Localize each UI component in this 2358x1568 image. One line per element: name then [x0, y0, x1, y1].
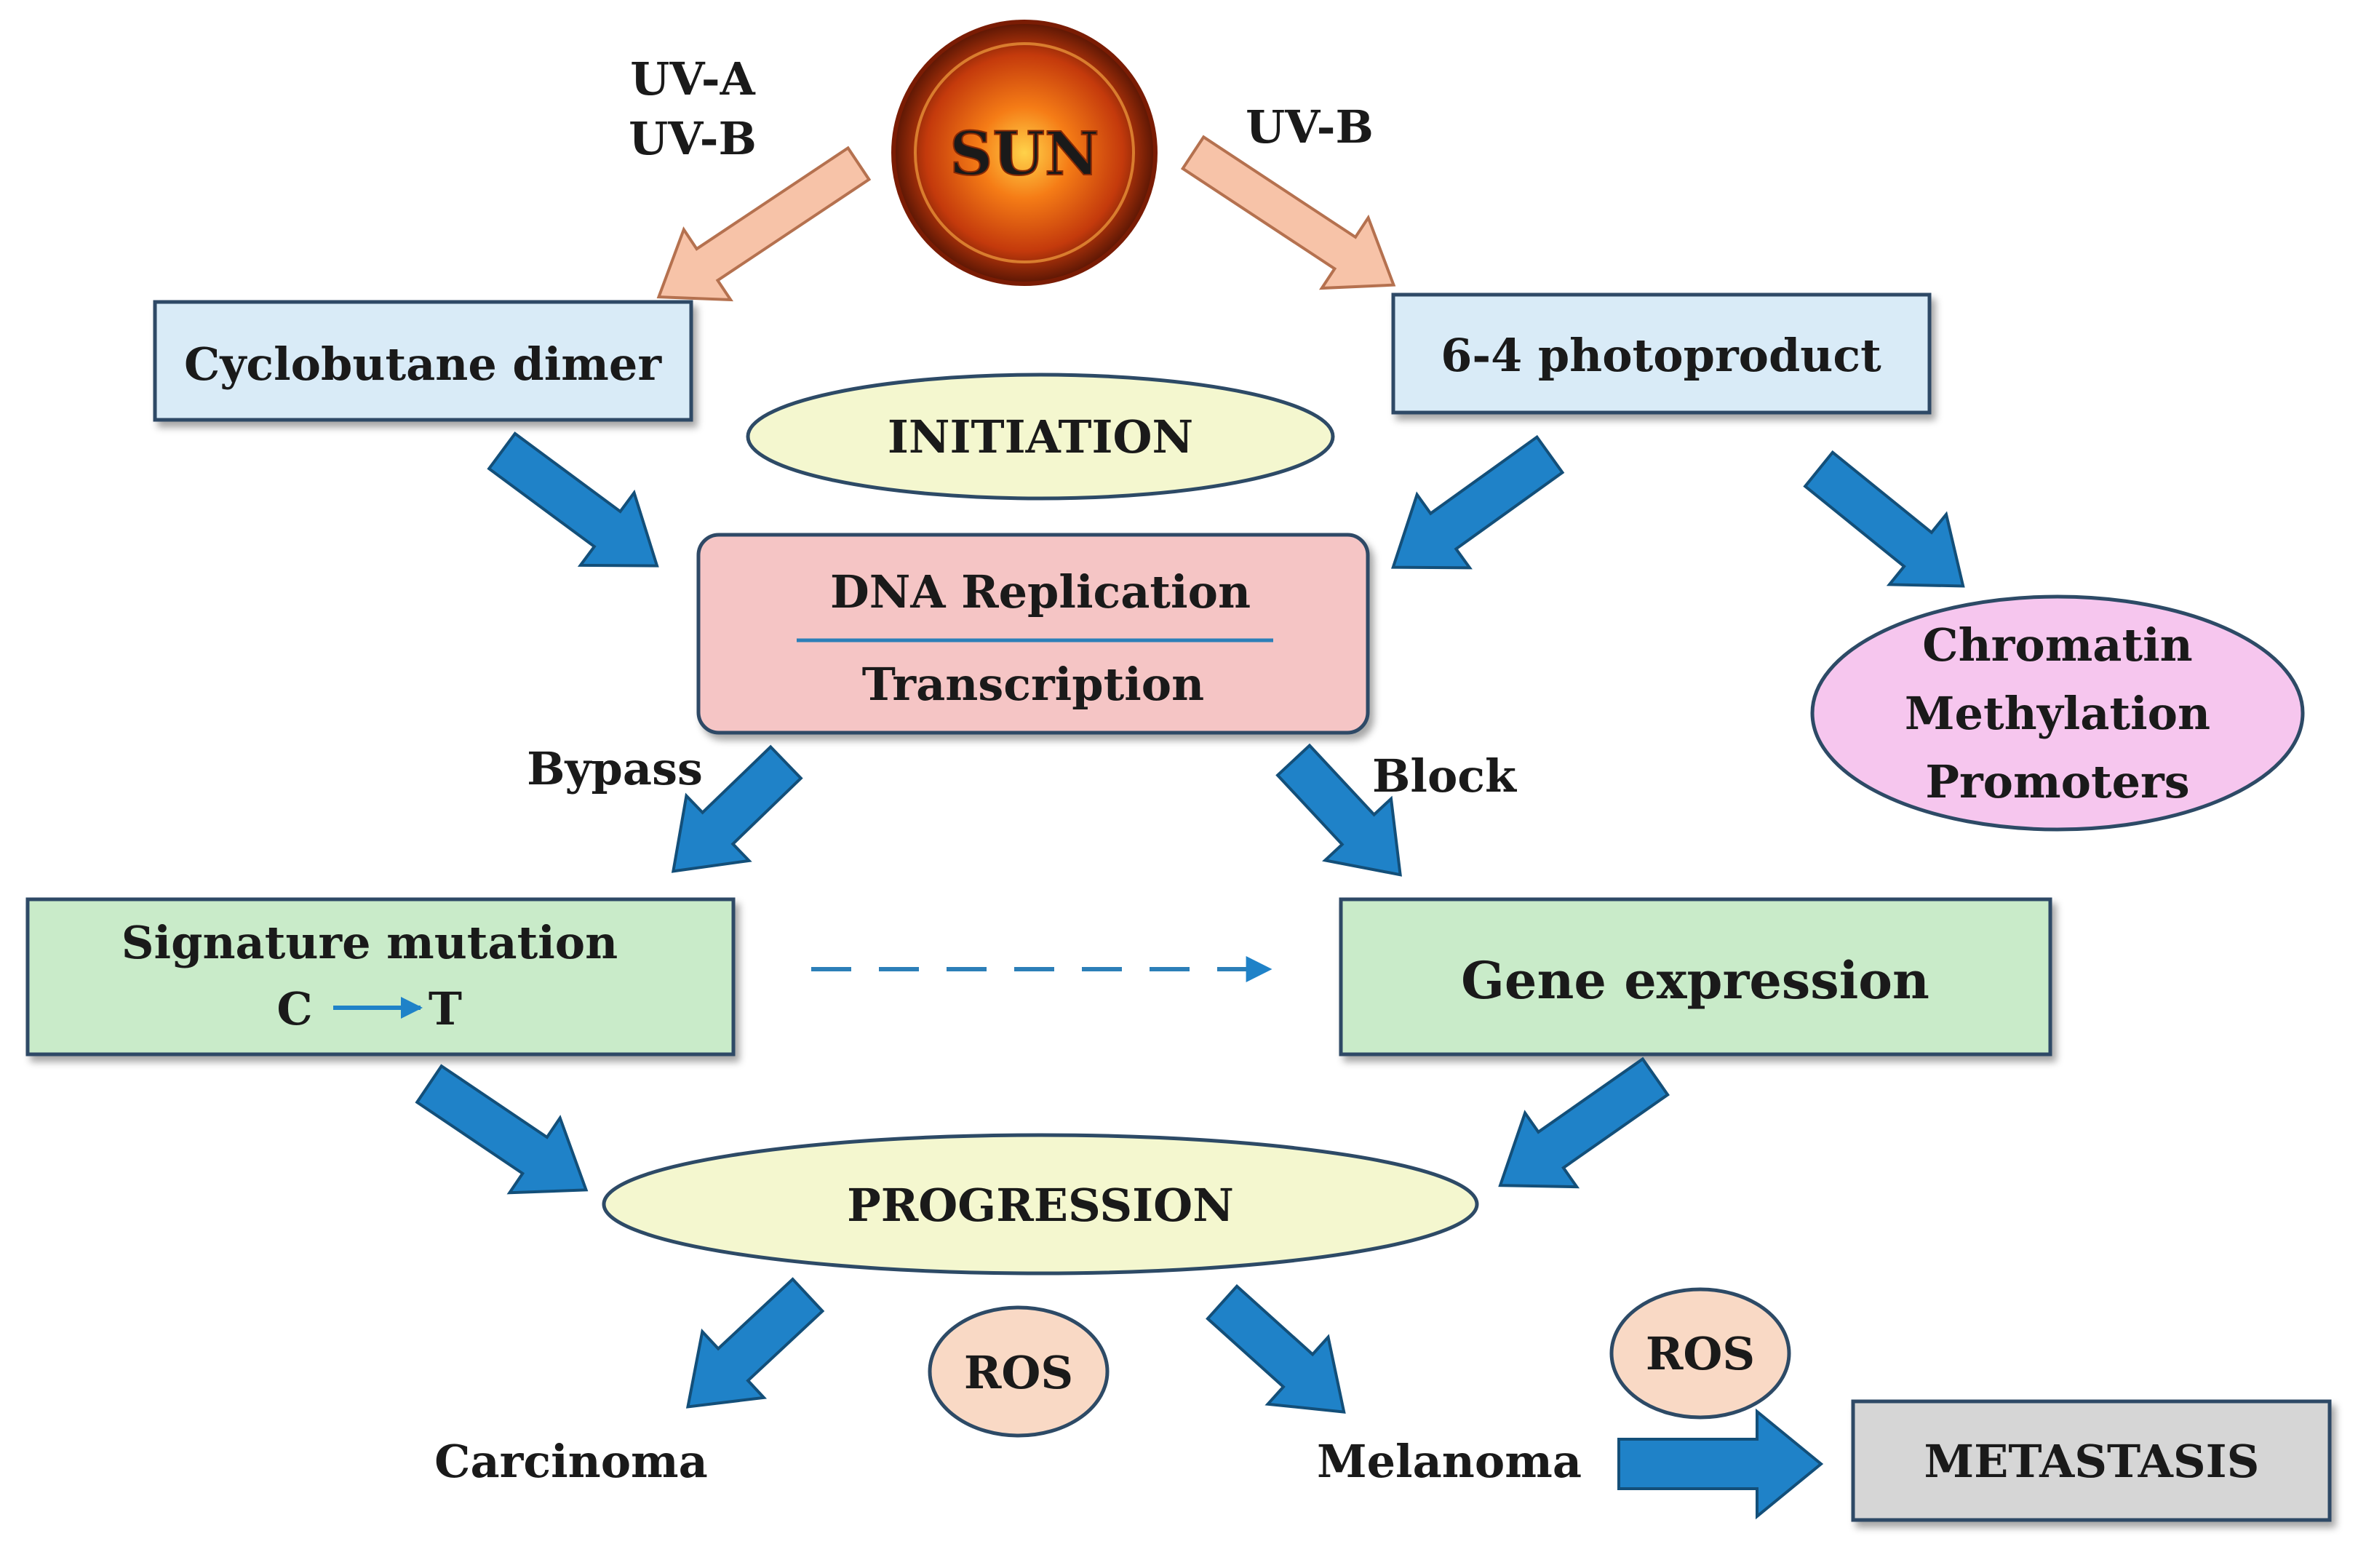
arrow-signature-to-progression: [415, 1064, 589, 1195]
cyclobutane-dimer-box: Cyclobutane dimer: [153, 300, 693, 422]
uv-arrow-left: [656, 146, 872, 302]
gene-expression-label: Gene expression: [1461, 950, 1929, 1011]
signature-mutation-label: Signature mutation: [122, 916, 618, 969]
signature-mutation-box: Signature mutation C T: [25, 897, 736, 1056]
arrow-gene-expression-to-progression: [1498, 1056, 1670, 1189]
arrow-progression-to-melanoma: [1206, 1284, 1346, 1414]
bypass-label: Bypass: [527, 742, 703, 795]
metastasis-label: METASTASIS: [1924, 1435, 2260, 1488]
dna-replication-label: DNA Replication: [830, 565, 1251, 618]
epigenetic-node: Chromatin Methylation Promoters: [1810, 594, 2305, 832]
sun-label: SUN: [949, 119, 1099, 189]
sun-node: SUN: [891, 20, 1158, 286]
progression-label: PROGRESSION: [847, 1179, 1234, 1232]
promoters-label: Promoters: [1925, 755, 2189, 808]
c-base-label: C: [276, 982, 312, 1035]
uv-b-right-label: UV-B: [1246, 100, 1374, 154]
arrow-dna-to-gene-expression: [1275, 743, 1402, 877]
t-base-label: T: [429, 982, 462, 1035]
chromatin-label: Chromatin: [1922, 618, 2193, 672]
arrow-cyclobutane-to-dna: [487, 431, 659, 568]
cyclobutane-dimer-label: Cyclobutane dimer: [184, 338, 662, 391]
photoproduct-label: 6-4 photoproduct: [1441, 329, 1881, 382]
progression-node: PROGRESSION: [602, 1133, 1479, 1276]
ros-left-label: ROS: [964, 1346, 1073, 1399]
uv-arrow-right: [1180, 135, 1396, 290]
block-label: Block: [1372, 749, 1518, 803]
arrow-photoproduct-to-epigenetic: [1803, 450, 1965, 588]
carcinoma-label: Carcinoma: [434, 1435, 708, 1488]
uv-a-label: UV-A: [630, 52, 755, 106]
arrow-melanoma-to-metastasis: [1617, 1408, 1824, 1520]
arrow-progression-to-carcinoma: [685, 1277, 825, 1409]
dna-replication-box: DNA Replication Transcription: [696, 533, 1370, 735]
arrow-photoproduct-to-dna: [1391, 434, 1565, 570]
melanoma-label: Melanoma: [1317, 1435, 1582, 1488]
arrow-dna-to-signature: [671, 744, 803, 873]
ros-right-label: ROS: [1646, 1327, 1755, 1380]
initiation-label: INITIATION: [888, 410, 1193, 463]
methylation-label: Methylation: [1905, 687, 2210, 740]
transcription-label: Transcription: [862, 658, 1204, 711]
ros-left-node: ROS: [928, 1305, 1110, 1438]
ros-right-node: ROS: [1609, 1287, 1791, 1420]
uv-b-left-label: UV-B: [629, 112, 757, 165]
initiation-node: INITIATION: [746, 373, 1335, 501]
photoproduct-box: 6-4 photoproduct: [1391, 292, 1932, 415]
metastasis-box: METASTASIS: [1851, 1399, 2332, 1522]
gene-expression-box: Gene expression: [1339, 897, 2052, 1056]
